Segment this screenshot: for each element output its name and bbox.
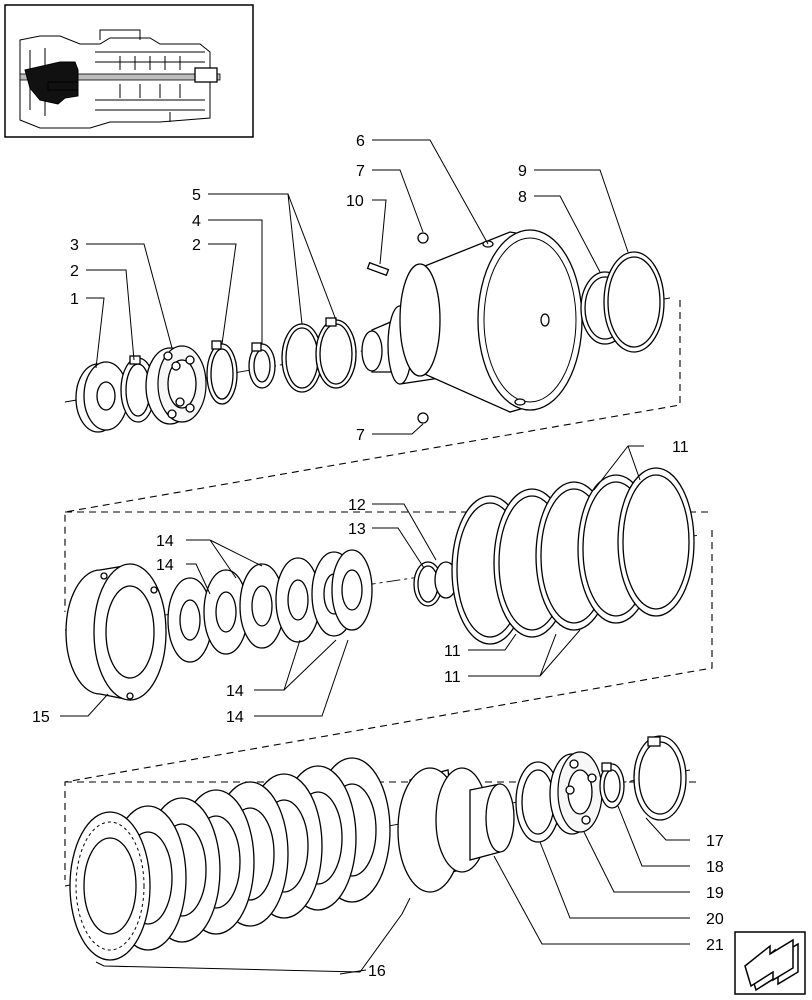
part-7-ball-top[interactable] <box>417 232 429 244</box>
part-9-seal-ring[interactable] <box>603 251 665 353</box>
callout-14: 14 <box>226 683 244 700</box>
callout-8: 8 <box>518 189 527 206</box>
callout-11: 11 <box>444 669 461 686</box>
part-11-spring-rings[interactable] <box>451 467 695 645</box>
part-5-seal-rings[interactable] <box>281 317 357 393</box>
leader-lines <box>60 139 690 975</box>
callout-9: 9 <box>518 163 527 180</box>
callout-7: 7 <box>356 427 365 444</box>
assembly-thumbnail[interactable] <box>4 4 254 138</box>
callout-2: 2 <box>70 263 79 280</box>
part-14-belleville-springs[interactable] <box>167 549 373 663</box>
callout-6: 6 <box>356 133 365 150</box>
callout-4: 4 <box>192 213 201 230</box>
part-1-washer[interactable] <box>75 361 129 433</box>
part-2-snap-ring-right[interactable] <box>206 340 238 405</box>
part-21-clutch-hub[interactable] <box>397 767 515 893</box>
callout-20: 20 <box>706 911 724 928</box>
callout-3: 3 <box>70 237 79 254</box>
lower-parts-group <box>64 735 691 973</box>
callout-12: 12 <box>348 497 366 514</box>
part-15-piston-hub[interactable] <box>65 563 167 701</box>
part-10-pin[interactable] <box>366 261 390 277</box>
callout-17: 17 <box>706 833 724 850</box>
part-19-ball-bearing[interactable] <box>549 751 603 835</box>
part-12-13-small-rings[interactable] <box>413 561 458 607</box>
part-17-snap-ring[interactable] <box>633 735 687 821</box>
callout-13: 13 <box>348 521 366 538</box>
part-3-ball-bearing[interactable] <box>145 345 207 425</box>
callout-14: 14 <box>156 533 174 550</box>
callout-15: 15 <box>32 709 50 726</box>
callout-19: 19 <box>706 885 724 902</box>
part-6-clutch-drum[interactable] <box>361 229 583 413</box>
callout-14: 14 <box>226 709 244 726</box>
callout-7: 7 <box>356 163 365 180</box>
callout-16: 16 <box>368 963 386 980</box>
part-18-circlip[interactable] <box>599 762 625 809</box>
callout-21: 21 <box>706 937 724 954</box>
callout-5: 5 <box>192 187 201 204</box>
callout-11: 11 <box>672 439 689 456</box>
upper-parts-group <box>64 229 671 433</box>
callout-1: 1 <box>70 291 79 308</box>
part-7-ball-bottom[interactable] <box>417 412 429 424</box>
callout-10: 10 <box>346 193 364 210</box>
callout-18: 18 <box>706 859 724 876</box>
callout-labels: 1 2 2 3 4 5 6 7 7 8 9 10 11 11 11 12 13 … <box>32 133 724 980</box>
part-4-circlip[interactable] <box>248 342 276 389</box>
part-16-clutch-disc-pack[interactable] <box>69 757 391 961</box>
arrow-next-page-icon[interactable] <box>734 931 806 995</box>
callout-2: 2 <box>192 237 201 254</box>
callout-14: 14 <box>156 557 174 574</box>
part-16-group-bracket <box>95 897 411 973</box>
callout-11: 11 <box>444 643 461 660</box>
middle-parts-group <box>64 467 701 701</box>
